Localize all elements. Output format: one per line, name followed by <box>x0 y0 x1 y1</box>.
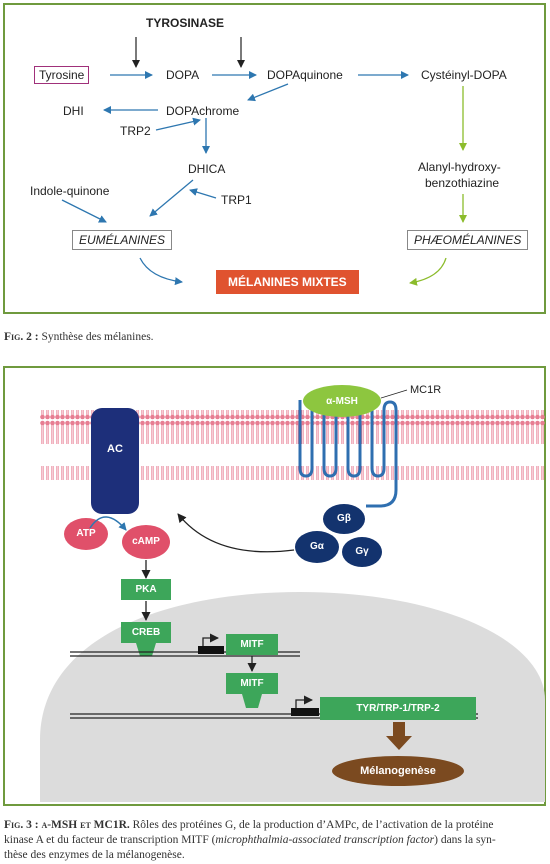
figure-3-frame <box>3 366 546 806</box>
alanyl-line-2: benzothiazine <box>425 176 500 190</box>
trp2-label: TRP2 <box>120 124 151 138</box>
arrow-dhica-eumelanines <box>149 179 194 217</box>
atp-circle <box>64 518 108 550</box>
figure-3-caption-text-2b: microphthalmia-associated transcription … <box>215 834 435 846</box>
promoter-1 <box>198 646 224 654</box>
g-gamma <box>342 537 382 567</box>
g-gamma-label: Gγ <box>355 546 369 557</box>
msh-label: α-MSH <box>326 396 358 407</box>
g-beta-label: Gβ <box>337 513 351 524</box>
mc1r-label: MC1R <box>410 384 442 396</box>
camp-circle <box>122 525 170 559</box>
figure-3-caption-text-2a: kinase A et du facteur de transcription … <box>4 834 216 846</box>
creb-binding <box>136 643 156 656</box>
creb-label: CREB <box>131 627 161 638</box>
ac-label: AC <box>107 443 123 455</box>
melanines-mixtes-box: MÉLANINES MIXTES <box>216 270 359 294</box>
figure-3-caption-label: Fig. 3 : α-MSH et MC1R. <box>4 819 130 831</box>
figure-2-arrows <box>61 37 467 286</box>
melanogenesis-arrow <box>386 722 412 750</box>
melanogenese-oval <box>332 756 464 786</box>
cysteinyl-dopa-node: Cystéinyl-DOPA <box>421 68 507 82</box>
dhi-node: DHI <box>63 104 84 118</box>
figure-3-caption: Fig. 3 : α-MSH et MC1R. Rôles des protéi… <box>4 818 546 863</box>
eumelanines-box: EUMÉLANINES <box>72 230 173 250</box>
arrow-dopaquinone-dopachrome <box>247 83 289 102</box>
mitf-gene-label: MITF <box>240 639 264 650</box>
dopa-node: DOPA <box>166 68 200 82</box>
trp1-label: TRP1 <box>221 193 252 207</box>
arrow-indole-eumelanines <box>61 199 107 223</box>
creb-box <box>121 622 171 643</box>
arrow-trp2 <box>155 117 201 131</box>
mitf-binding <box>242 694 262 708</box>
adenylate-cyclase <box>91 408 139 514</box>
figure-2-frame <box>3 3 546 314</box>
promoter-2 <box>291 708 319 716</box>
tss-arrow-2 <box>295 695 313 708</box>
arrow-pheomelanines-mixtes <box>409 257 447 286</box>
tyr-genes-label: TYR/TRP-1/TRP-2 <box>356 703 440 714</box>
camp-label: cAMP <box>132 536 160 547</box>
melanogenese-label: Mélanogenèse <box>360 765 436 777</box>
mitf-protein-box <box>226 673 278 694</box>
figure-3-caption-text-3: thèse des enzymes de la mélanogenèse. <box>4 849 185 861</box>
pka-label: PKA <box>135 584 157 595</box>
alanyl-line-1: Alanyl-hydroxy- <box>418 160 501 174</box>
figure-3-diagram <box>40 385 545 802</box>
figure-3-caption-text-2c: ) dans la syn- <box>434 834 496 846</box>
g-alpha-label: Gα <box>310 541 324 552</box>
tyr-genes-box <box>320 697 476 720</box>
indole-quinone-node: Indole-quinone <box>30 184 110 198</box>
tss-arrow-1 <box>202 633 219 646</box>
g-beta <box>323 504 365 534</box>
figure-3-caption-text-1: Rôles des protéines G, de la production … <box>129 819 494 831</box>
nucleus <box>40 592 545 802</box>
figure-2-caption: Fig. 2 : Synthèse des mélanines. <box>4 330 154 345</box>
tyrosinase-label: TYROSINASE <box>146 16 225 30</box>
mc1r-pointer <box>380 389 408 399</box>
figure-2-caption-text: Synthèse des mélanines. <box>38 331 154 343</box>
pka-box <box>121 579 171 600</box>
alpha-msh <box>303 385 381 417</box>
mitf-gene-box <box>226 634 278 655</box>
g-alpha-to-ac-arrow <box>177 513 295 553</box>
g-alpha <box>295 531 339 563</box>
tyrosine-node: Tyrosine <box>34 66 90 84</box>
dopachrome-node: DOPAchrome <box>166 104 240 118</box>
dopaquinone-node: DOPAquinone <box>267 68 343 82</box>
pheomelanines-box: PHÆOMÉLANINES <box>407 230 529 250</box>
atp-to-camp-arrow <box>89 516 127 531</box>
mitf-protein-label: MITF <box>240 678 264 689</box>
figure-2-caption-label: Fig. 2 : <box>4 331 39 343</box>
atp-label: ATP <box>76 528 96 539</box>
dhica-node: DHICA <box>188 162 226 176</box>
arrow-eumelanines-mixtes <box>139 257 183 286</box>
arrow-trp1 <box>189 188 217 199</box>
